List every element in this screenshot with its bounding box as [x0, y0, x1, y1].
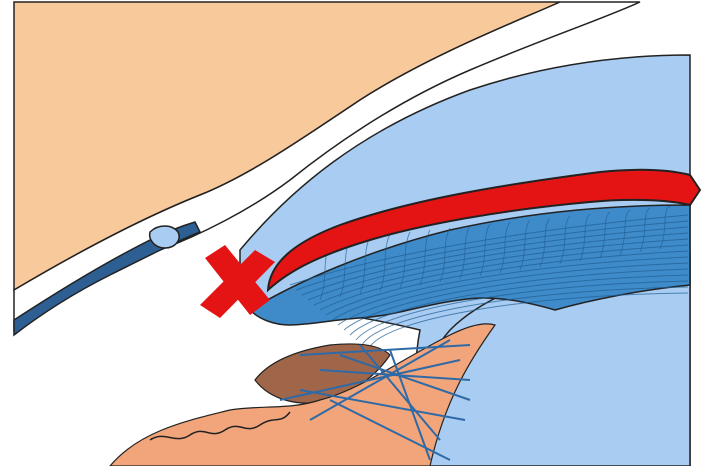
canal-outline	[150, 226, 179, 248]
